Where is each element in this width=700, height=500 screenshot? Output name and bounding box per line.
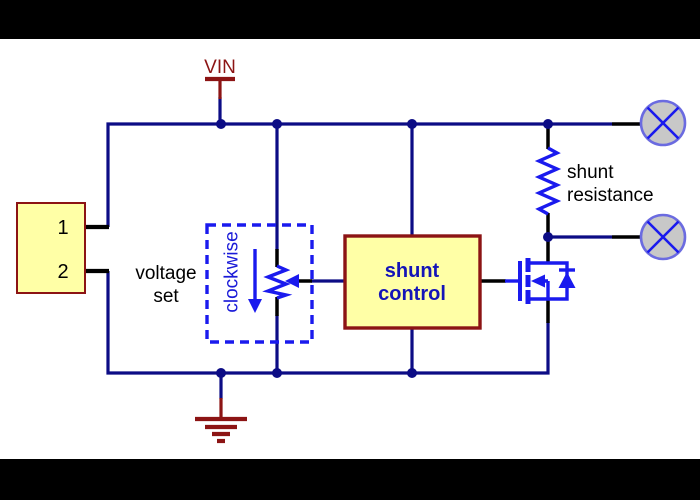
connector-block: 1 2 (16, 202, 86, 294)
clockwise-dashed-box (205, 223, 314, 344)
clockwise-arrow (248, 249, 262, 313)
terminal-x-icon (646, 220, 680, 254)
potentiometer-group: clockwise (205, 223, 314, 344)
wires (106, 97, 612, 399)
shunt-control-line1: shunt (385, 260, 440, 282)
voltage-set-label: voltage set (135, 263, 196, 307)
connector-pin2-label: 2 (57, 261, 68, 283)
mosfet-body-diode (558, 268, 576, 288)
junction-dots (216, 119, 553, 378)
vin-label: VIN (204, 57, 236, 78)
ground-symbol (195, 398, 247, 444)
shunt-resistor (534, 146, 562, 216)
mosfet (505, 258, 576, 304)
shunt-control-line2: control (378, 283, 446, 305)
output-terminal-top (639, 99, 687, 147)
connector-pin1-label: 1 (57, 217, 68, 239)
pot-wiper-arrow (285, 274, 299, 288)
component-leads (85, 122, 642, 323)
clockwise-label: clockwise (222, 231, 243, 312)
shunt-resistance-line1: shunt (567, 162, 614, 183)
potentiometer (262, 264, 299, 300)
vin-power-flag: VIN (204, 57, 236, 99)
voltage-set-line2: set (153, 286, 179, 307)
output-terminal-bottom (639, 213, 687, 261)
voltage-set-line1: voltage (135, 263, 196, 284)
shunt-resistance-line2: resistance (567, 185, 654, 206)
mosfet-source-arrow (531, 274, 545, 288)
terminal-x-icon (646, 106, 680, 140)
shunt-resistance-label: shunt resistance (567, 162, 654, 206)
shunt-control-block: shunt control (343, 234, 482, 330)
